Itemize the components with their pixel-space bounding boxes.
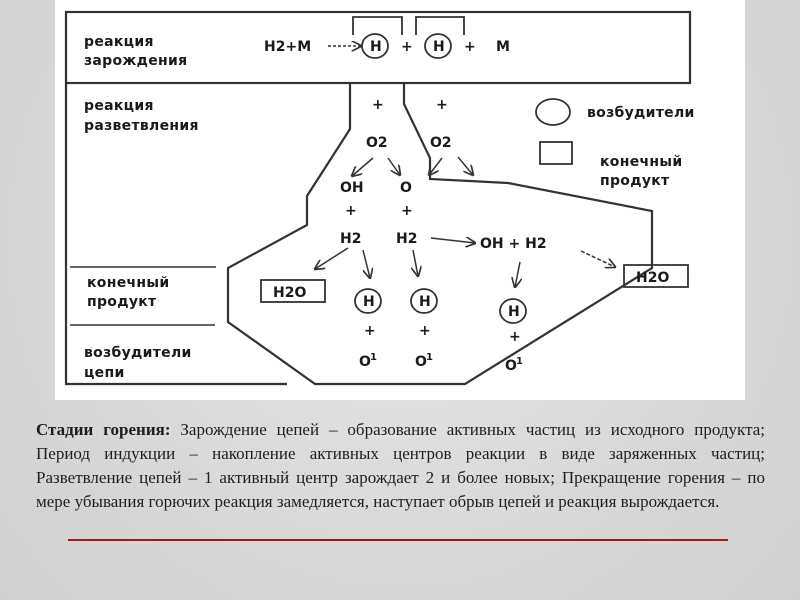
- arrow: [315, 247, 349, 269]
- plus-sign: +: [401, 203, 413, 219]
- stage-frame: [64, 83, 287, 386]
- species-oh: OH: [340, 180, 364, 196]
- superscript: 1: [426, 352, 433, 363]
- plus-sign: +: [464, 39, 476, 55]
- species-o2: O2: [430, 135, 452, 151]
- stage-label-initiation: зарождения: [84, 53, 187, 69]
- radical-circle: [424, 33, 452, 59]
- arrow: [413, 249, 418, 276]
- initiation-box: [64, 10, 692, 85]
- arrow: [429, 157, 443, 175]
- species-oh-plus-h2: OH + H2: [480, 236, 547, 252]
- initiation-reactants: H2+M: [264, 39, 311, 55]
- product-h2o: H2O: [273, 285, 306, 301]
- plus-sign: +: [436, 97, 448, 113]
- diagram-svg: реакция зарождения реакция разветвления …: [64, 10, 695, 386]
- superscript: 1: [516, 356, 523, 367]
- legend-square-icon: [539, 141, 573, 165]
- radical-h: H: [419, 294, 431, 310]
- product-box: [260, 279, 326, 303]
- species-h2: H2: [340, 231, 361, 247]
- radical-circle: [410, 288, 438, 314]
- product-h2o: H2O: [636, 270, 669, 286]
- stage-label-end-product: продукт: [87, 294, 157, 310]
- arrow: [362, 249, 370, 278]
- plus-sign: +: [509, 329, 521, 345]
- bracket: [415, 16, 465, 35]
- stage-label-chain-carriers: цепи: [84, 365, 125, 381]
- caption-title: Стадии горения:: [36, 420, 171, 439]
- arrow: [352, 157, 374, 176]
- product-box: [623, 264, 689, 288]
- plus-sign: +: [364, 323, 376, 339]
- combustion-diagram: реакция зарождения реакция разветвления …: [55, 0, 745, 400]
- accent-rule: [68, 539, 728, 541]
- radical-h: H: [508, 304, 520, 320]
- radical-h: H: [433, 39, 445, 55]
- arrow: [515, 261, 520, 287]
- legend-circle-icon: [535, 98, 571, 126]
- arrow: [387, 157, 400, 175]
- species-o: O: [400, 180, 412, 196]
- caption-text: Зарождение цепей – образование активных …: [36, 420, 765, 511]
- arrow: [580, 250, 615, 267]
- legend-square-label: продукт: [600, 173, 670, 189]
- plus-sign: +: [401, 39, 413, 55]
- stage-label-branching: реакция: [84, 98, 154, 114]
- third-body-m: M: [496, 39, 510, 55]
- radical-circle: [354, 288, 382, 314]
- radical-h: H: [363, 294, 375, 310]
- radical-circle: [499, 298, 527, 324]
- superscript: 1: [370, 352, 377, 363]
- bracket: [352, 16, 403, 35]
- species-o-atom: O: [505, 358, 517, 374]
- species-o-atom: O: [359, 354, 371, 370]
- legend-circle-label: возбудители: [587, 105, 695, 121]
- legend-square-label: конечный: [600, 154, 682, 170]
- radical-h: H: [370, 39, 382, 55]
- species-o-atom: O: [415, 354, 427, 370]
- arrow: [457, 156, 473, 175]
- reaction-chamber-outline: [226, 83, 654, 386]
- caption-paragraph: Стадии горения: Зарождение цепей – образ…: [36, 418, 765, 514]
- arrow: [430, 238, 475, 243]
- stage-label-chain-carriers: возбудители: [84, 345, 192, 361]
- species-o2: O2: [366, 135, 388, 151]
- stage-label-end-product: конечный: [87, 275, 169, 291]
- species-h2: H2: [396, 231, 417, 247]
- plus-sign: +: [372, 97, 384, 113]
- stage-label-branching: разветвления: [84, 118, 199, 134]
- stage-label-initiation: реакция: [84, 34, 154, 50]
- plus-sign: +: [345, 203, 357, 219]
- plus-sign: +: [419, 323, 431, 339]
